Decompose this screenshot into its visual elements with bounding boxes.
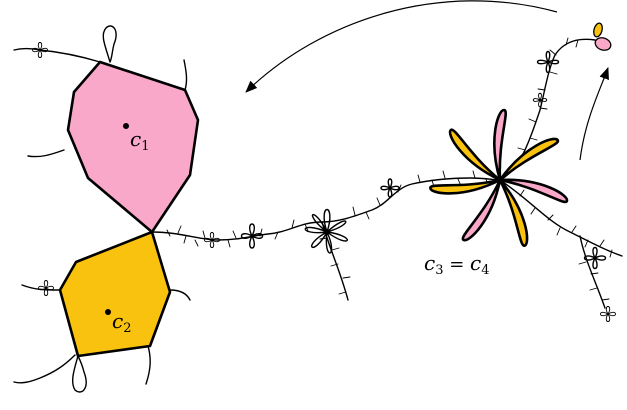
- large-flower: [304, 208, 348, 254]
- small-flower: [38, 280, 54, 296]
- arrow-to-lobes: [579, 67, 609, 161]
- petal-yellow: [429, 178, 502, 195]
- small-flower: [583, 246, 607, 270]
- small-flower: [536, 50, 560, 74]
- small-flower: [380, 178, 400, 198]
- c1-dot: [123, 123, 129, 129]
- small-flower: [204, 232, 220, 248]
- petal-yellow: [448, 128, 502, 182]
- label-c3-equals-c4: c3 = c4: [424, 251, 490, 278]
- basin-whiskers: [13, 25, 191, 393]
- small-flower: [240, 223, 264, 249]
- petal-pink: [461, 178, 502, 242]
- lobe-pink: [594, 37, 612, 51]
- petal-pink: [493, 108, 507, 182]
- label-c1: c1: [130, 127, 149, 154]
- filament-decorations: [166, 37, 613, 301]
- petal-yellow: [498, 178, 529, 247]
- label-c2: c2: [112, 309, 131, 336]
- main-filament: [151, 38, 623, 309]
- yellow-basin-c2: [58, 230, 172, 358]
- petal-pink: [498, 178, 569, 204]
- petal-flower-c3-c4: [429, 108, 569, 247]
- petal-yellow: [498, 137, 559, 182]
- small-lobes-top-right: [593, 22, 612, 51]
- small-flower: [600, 306, 616, 322]
- small-flower: [532, 92, 548, 108]
- lobe-yellow: [593, 22, 603, 38]
- c2-dot: [105, 309, 111, 315]
- arrow-to-c1: [245, 0, 558, 93]
